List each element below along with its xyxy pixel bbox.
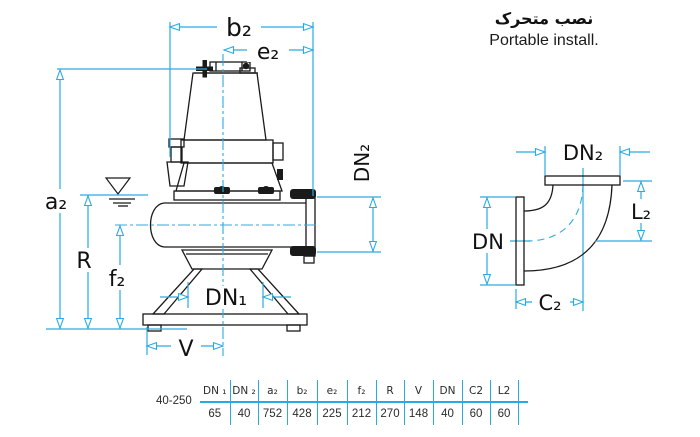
install-title-english: Portable install. [489, 32, 599, 49]
dim-label-e2: e₂ [257, 40, 279, 65]
header-ext [517, 380, 528, 403]
dim-label-dn1: DN₁ [205, 286, 247, 311]
header-v: V [403, 380, 433, 403]
base-plate [142, 313, 308, 326]
technical-drawing: b₂ e₂ a₂ R f₂ DN₁ V DN₂ DN₂ L₂ DN C₂ [37, 11, 657, 362]
dim-dn1 [160, 282, 291, 308]
dim-label-a2: a₂ [45, 190, 67, 215]
water-level-icon [104, 177, 135, 207]
value-l2: 60 [489, 402, 518, 425]
spec-table: DN ₁ DN ₂ a₂ b₂ e₂ f₂ R V DN C2 L2 65 40… [200, 380, 528, 425]
cable-gland [166, 138, 189, 187]
dim-label-dn2-pump: DN₂ [350, 144, 374, 182]
elbow-drawing [480, 146, 652, 311]
header-f2: f₂ [346, 380, 376, 403]
dim-label-dn: DN [472, 230, 504, 254]
dim-dn2-elbow [516, 146, 650, 175]
dim-label-r: R [76, 249, 91, 274]
value-b2: 428 [286, 402, 317, 425]
value-v: 148 [403, 402, 433, 425]
dim-dn2-pump [317, 196, 381, 253]
dim-label-f2: f₂ [109, 267, 126, 292]
dim-label-l2: L₂ [631, 200, 651, 224]
elbow-centerline [526, 184, 584, 242]
motor-housing [183, 72, 267, 141]
value-c2: 60 [461, 402, 490, 425]
dimension-labels: b₂ e₂ a₂ R f₂ DN₁ V DN₂ DN₂ L₂ DN C₂ [37, 11, 657, 362]
dim-label-b2: b₂ [226, 13, 252, 42]
value-a2: 752 [257, 402, 287, 425]
install-title-block: نصب متحرک Portable install. [458, 8, 630, 52]
table-header-row: DN ₁ DN ₂ a₂ b₂ e₂ f₂ R V DN C2 L2 [200, 380, 528, 403]
value-dn: 40 [432, 402, 462, 425]
header-c2: C2 [461, 380, 490, 403]
value-f2: 212 [346, 402, 376, 425]
header-l2: L2 [489, 380, 518, 403]
value-r: 270 [375, 402, 404, 425]
bolt-icon [258, 186, 274, 194]
header-a2: a₂ [257, 380, 287, 403]
stand-leg [248, 268, 301, 315]
bolt-icon [214, 186, 230, 194]
pump-drawing [104, 60, 316, 332]
value-dn2: 40 [229, 402, 258, 425]
elbow-side-flange [515, 196, 525, 286]
dim-label-v: V [178, 337, 193, 362]
elbow-top-flange [544, 175, 621, 186]
header-dn2: DN ₂ [229, 380, 258, 403]
value-e2: 225 [316, 402, 347, 425]
header-dn1: DN ₁ [200, 380, 230, 403]
stand-leg [151, 268, 204, 315]
table-value-row: 65 40 752 428 225 212 270 148 40 60 60 [200, 402, 528, 425]
bolt-icon [290, 189, 316, 199]
dim-b2 [169, 22, 314, 196]
header-dn: DN [432, 380, 462, 403]
model-label: 40-250 [156, 395, 192, 407]
value-dn1: 65 [208, 408, 222, 420]
bolt-icon [290, 246, 316, 256]
dim-label-dn2-elbow: DN₂ [563, 141, 603, 165]
header-b2: b₂ [286, 380, 317, 403]
header-e2: e₂ [316, 380, 347, 403]
install-title-farsi: نصب متحرک [494, 9, 594, 28]
dim-label-c2: C₂ [538, 291, 561, 315]
header-r: R [375, 380, 404, 403]
value-ext [517, 402, 528, 425]
